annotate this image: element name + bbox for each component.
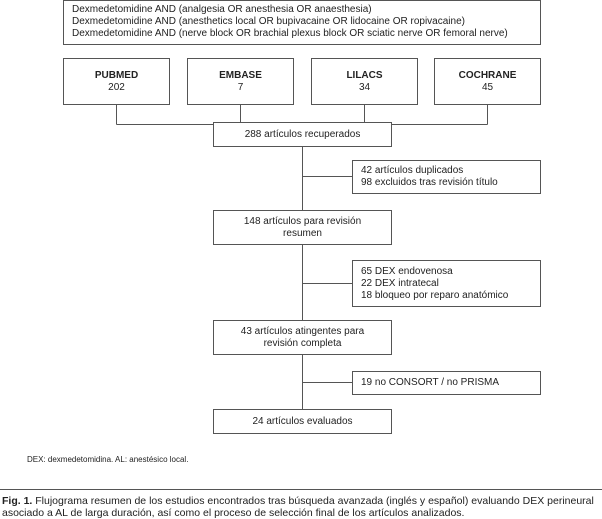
step-text: 24 artículos evaluados (252, 415, 353, 427)
search-query-box: Dexmedetomidine AND (analgesia OR anesth… (63, 0, 541, 45)
caption-divider (0, 489, 602, 490)
exclusion-box-3: 19 no CONSORT / no PRISMA (352, 371, 541, 395)
exclusion-text: 98 excluidos tras revisión título (361, 177, 498, 188)
source-count: 202 (108, 81, 125, 93)
source-count: 34 (358, 81, 371, 93)
figure-caption: Fig. 1. Flujograma resumen de los estudi… (2, 495, 600, 519)
query-line: Dexmedetomidine AND (analgesia OR anesth… (72, 4, 372, 15)
step-box-retrieved: 288 artículos recuperados (213, 122, 392, 147)
step-text: resumen (283, 227, 322, 239)
caption-label: Fig. 1. (2, 495, 33, 507)
exclusion-text: 22 DEX intratecal (361, 277, 439, 289)
source-name: EMBASE (219, 69, 262, 81)
exclusion-text: 42 artículos duplicados (361, 165, 464, 176)
query-line: Dexmedetomidine AND (anesthetics local O… (72, 16, 465, 27)
source-count: 7 (237, 81, 244, 93)
query-line: Dexmedetomidine AND (nerve block OR brac… (72, 28, 508, 39)
caption-text: Flujograma resumen de los estudios encon… (2, 495, 594, 519)
step-text: 43 artículos atingentes para (240, 325, 365, 337)
step-text: 148 artículos para revisión (243, 215, 362, 227)
step-box-evaluated: 24 artículos evaluados (213, 409, 392, 434)
source-name: LILACS (346, 69, 383, 81)
step-text: 288 artículos recuperados (244, 128, 361, 140)
source-count: 45 (481, 81, 494, 93)
exclusion-text: 65 DEX endovenosa (361, 265, 453, 277)
source-connector (116, 104, 488, 125)
source-name: COCHRANE (458, 69, 517, 81)
exclusion-text: 19 no CONSORT / no PRISMA (361, 377, 500, 388)
step-text: revisión completa (263, 337, 342, 349)
exclusion-branch (302, 176, 352, 383)
exclusion-text: 18 bloqueo por reparo anatómico (361, 289, 509, 301)
footnote: DEX: dexmedetomidina. AL: anestésico loc… (27, 455, 189, 464)
source-name: PUBMED (94, 69, 139, 81)
